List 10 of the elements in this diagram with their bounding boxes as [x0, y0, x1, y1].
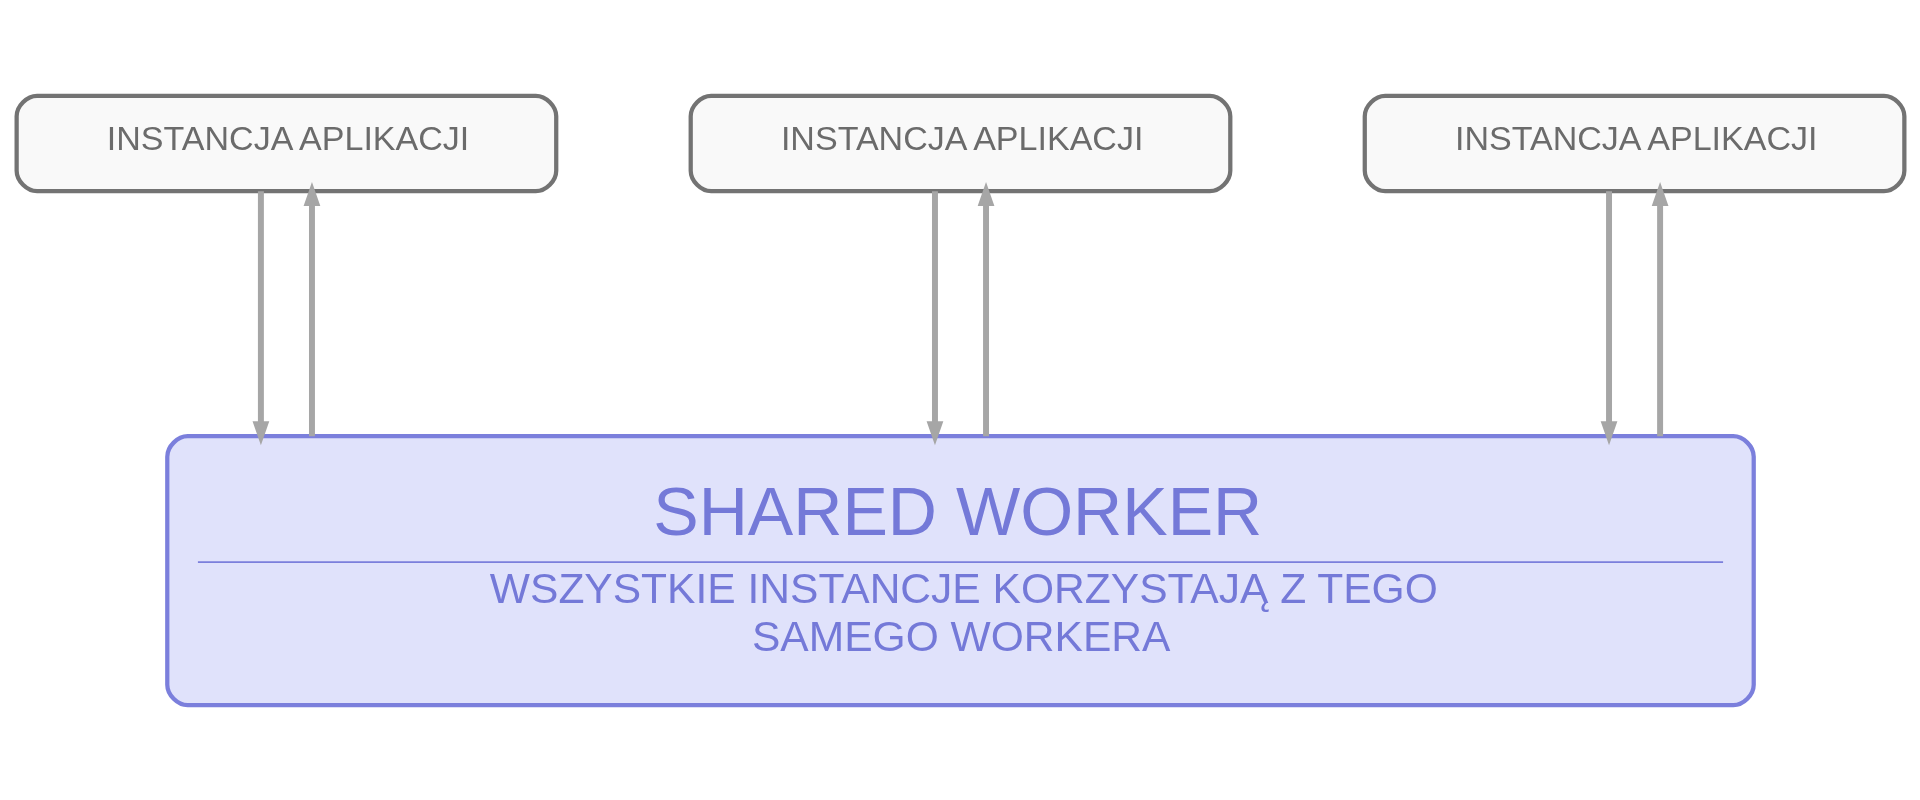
node-box: INSTANCJA APLIKACJI	[14, 93, 558, 193]
arrow	[1600, 190, 1617, 445]
node-box: INSTANCJA APLIKACJI	[1362, 93, 1906, 193]
arrow	[977, 181, 994, 436]
node-box: SHARED WORKER WSZYSTKIE INSTANCJE KORZYSTAJĄ Z TEGO SAMEGO WORKERA	[164, 433, 1756, 707]
node-box: INSTANCJA APLIKACJI	[688, 93, 1232, 193]
arrow	[1651, 181, 1668, 436]
arrow	[303, 181, 320, 436]
arrow	[252, 190, 269, 445]
arrow	[926, 190, 943, 445]
